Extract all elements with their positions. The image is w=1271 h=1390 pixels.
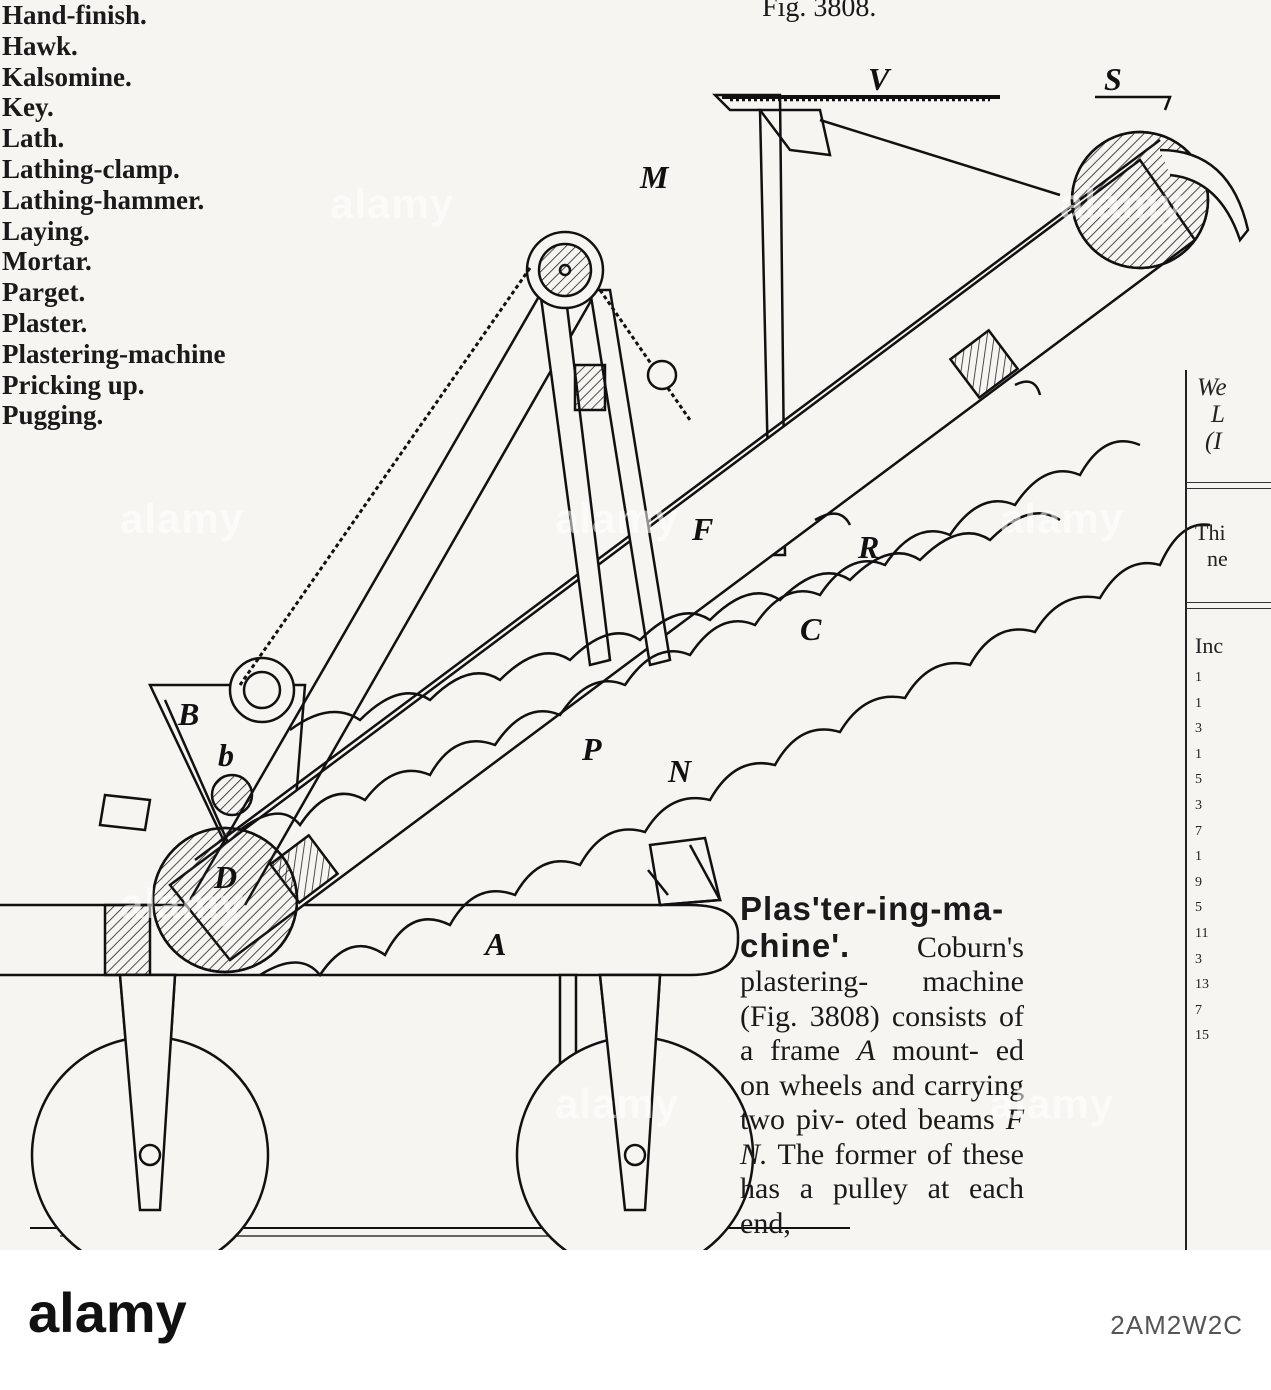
- list-item: Hand-finish.: [2, 0, 147, 30]
- table-rule: [1187, 602, 1271, 603]
- beam-reference: F N.: [740, 1103, 1025, 1171]
- list-item: Key.: [2, 92, 54, 123]
- figure-label-b-lower: b: [218, 737, 234, 773]
- table-rule: [1187, 488, 1271, 489]
- figure-label-v: V: [868, 61, 892, 97]
- list-item: Hawk.: [2, 30, 78, 61]
- figure-label-s: S: [1104, 61, 1122, 97]
- table-column-label: Inc: [1195, 633, 1224, 658]
- table-rule: [1187, 608, 1271, 609]
- figure-label-d: D: [213, 859, 237, 895]
- text-line: carrying two piv-: [740, 1068, 1024, 1137]
- text-line: at each end,: [740, 1172, 1024, 1240]
- table-rule: [1187, 482, 1271, 483]
- list-item: Pricking up.: [2, 369, 145, 400]
- list-item: Lath.: [2, 123, 65, 154]
- text-line: mount-: [892, 1034, 979, 1067]
- watermark: alamy: [330, 180, 455, 227]
- text-line: Coburn's plastering-: [740, 930, 1024, 999]
- table-values: 1 1 3 1 5 3 7 1 9 5 11 3 13 7 15: [1195, 670, 1209, 1044]
- figure-caption: Fig. 3808.: [762, 0, 877, 23]
- text-line: oted beams: [855, 1103, 995, 1136]
- list-item: Plaster.: [2, 307, 88, 338]
- image-id: 2AM2W2C: [1110, 1310, 1243, 1340]
- text-line: ed on wheels and: [740, 1034, 1025, 1102]
- figure-label-c: C: [800, 611, 822, 647]
- figure-label-r: R: [857, 529, 879, 565]
- figure-label-b-upper: B: [177, 696, 199, 732]
- list-item: Lathing-hammer.: [2, 184, 205, 215]
- scanned-page: Hand-finish. Hawk. Kalsomine. Key. Lath.…: [0, 0, 1271, 1250]
- list-item: Lathing-clamp.: [2, 153, 180, 184]
- watermark: alamy: [120, 880, 245, 927]
- list-item: Pugging.: [2, 400, 104, 431]
- stock-footer: alamy 2AM2W2C: [0, 1250, 1271, 1390]
- watermark: alamy: [555, 495, 680, 542]
- figure-label-p: P: [581, 731, 602, 767]
- table-header: We L (I: [1197, 374, 1227, 455]
- figure-label-m: M: [639, 159, 670, 195]
- watermark: alamy: [555, 1080, 680, 1127]
- cross-reference-list: Hand-finish. Hawk. Kalsomine. Key. Lath.…: [2, 0, 225, 431]
- figure-label-f: F: [691, 511, 713, 547]
- watermark: alamy: [990, 1080, 1115, 1127]
- list-item: Mortar.: [2, 246, 92, 277]
- text-line: machine (Fig.: [740, 965, 1024, 1033]
- alamy-logo: alamy: [28, 1284, 187, 1344]
- svg-text:alamy: alamy: [28, 1284, 187, 1344]
- figure-label-n: N: [667, 753, 693, 789]
- list-item: Plastering-machine: [2, 338, 226, 369]
- entry-headword: Plas'ter-ing-ma-chine'.: [740, 890, 1005, 964]
- table-subheader: Thi ne: [1195, 520, 1228, 571]
- list-item: Laying.: [2, 215, 90, 246]
- text-line: The former of: [777, 1137, 952, 1171]
- list-item: Kalsomine.: [2, 61, 132, 92]
- frame-reference: A: [856, 1034, 876, 1067]
- watermark: alamy: [1060, 180, 1185, 227]
- list-item: Parget.: [2, 277, 86, 308]
- watermark: alamy: [1000, 495, 1125, 542]
- text-line: 3808) consists of: [809, 999, 1025, 1033]
- text-line: these has a pulley: [740, 1137, 1024, 1206]
- plastering-machine-illustration: V S M F R C B b P N D A: [0, 61, 1250, 1250]
- text-line: a frame: [740, 1034, 841, 1067]
- watermark: alamy: [120, 495, 245, 542]
- figure-label-a: A: [483, 926, 506, 962]
- cropped-table-column: We L (I Thi ne Inc 1 1 3 1 5 3 7 1 9 5 1…: [1185, 370, 1271, 1250]
- definition-paragraph: Plas'ter-ing-ma-chine'. Coburn's plaster…: [740, 890, 1025, 1241]
